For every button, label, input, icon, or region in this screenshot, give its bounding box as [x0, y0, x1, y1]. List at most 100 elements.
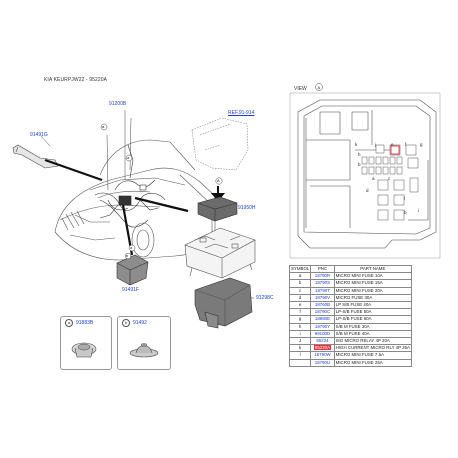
- hardware-a-circle: a: [65, 319, 73, 327]
- cell-part-name: LP-S/B FUSE 60A: [333, 315, 413, 324]
- header-symbol: SYMBOL: [288, 264, 312, 274]
- view-circle: [315, 83, 323, 91]
- cell-pnc: 18790W: [310, 351, 335, 360]
- callout-a-3-text: a: [130, 245, 133, 250]
- part-91491G: [12, 144, 59, 169]
- cell-part-name: LP S/B FUSE 40A: [333, 301, 413, 310]
- hardware-a-pnc: 91883B: [76, 320, 94, 326]
- cell-part-name: ISO MICRO RELAY 4P 20A: [333, 337, 413, 346]
- fuse-letter: h: [358, 152, 361, 157]
- cell-part-name: MICRO MINI FUSE 10A: [333, 272, 413, 281]
- cell-part-name: S/B M FUSE 30A: [333, 322, 413, 331]
- part-91950H: [197, 196, 238, 222]
- pnc-value: 95220A: [313, 345, 332, 351]
- callout-A-text: A: [217, 178, 220, 183]
- pnc-value: 18790R: [314, 273, 331, 279]
- label-91491F: 91491F: [122, 287, 139, 293]
- cell-pnc: 18790C: [310, 308, 335, 317]
- cell-symbol: [288, 358, 312, 367]
- cell-symbol: b: [288, 279, 312, 288]
- table-header-row: SYMBOL PNC PART NAME: [288, 264, 413, 274]
- hardware-b-pnc: 91492: [133, 320, 147, 326]
- fuse-letter: g: [420, 142, 423, 147]
- cell-pnc: 18790Y: [310, 322, 335, 331]
- cell-part-name: MICRO MINI FUSE 20A: [333, 286, 413, 295]
- pnc-value: 18980E: [314, 316, 331, 322]
- pnc-value: 18760B: [314, 302, 331, 308]
- cell-symbol: a: [288, 272, 312, 281]
- fuse-letter: f: [405, 142, 407, 147]
- cell-part-name: MICRO MINI FUSE 7.5A: [333, 351, 413, 360]
- hardware-b-circle: b: [122, 319, 130, 327]
- label-91200B: 91200B: [109, 101, 127, 107]
- fuse-letter: e: [391, 142, 394, 147]
- pnc-value: 18790Y: [314, 323, 331, 329]
- cell-symbol: i: [288, 329, 312, 339]
- cell-pnc: 95224: [310, 337, 335, 346]
- label-91298C: 91298C: [256, 295, 274, 301]
- fusebox-view: [289, 92, 441, 259]
- callout-a-circle-3: [128, 244, 136, 252]
- cell-pnc: 18790S: [310, 279, 335, 288]
- cell-pnc: 18980E: [310, 315, 335, 324]
- header-pnc: PNC: [310, 264, 335, 274]
- callout-b-circle: [124, 252, 132, 260]
- pnc-value: 18790W: [314, 352, 331, 358]
- cell-symbol: d: [288, 293, 312, 303]
- part-91298C: [194, 277, 253, 329]
- cell-part-name: MICRO MINI FUSE 15A: [333, 279, 413, 288]
- label-91950H: 91950H: [238, 205, 256, 211]
- fuse-letter: j: [375, 142, 376, 147]
- pnc-value: 18790V: [314, 294, 331, 300]
- highlight-slot-k: [390, 145, 400, 155]
- cell-part-name: LP-S/B FUSE 50A: [333, 308, 413, 317]
- cell-symbol: f: [288, 308, 312, 317]
- cell-pnc: 18790V: [310, 293, 335, 303]
- clip-drawing: [129, 343, 159, 358]
- view-circle-text: A: [317, 84, 321, 90]
- fuse-letter: l: [404, 196, 405, 201]
- junction-box: [184, 227, 256, 279]
- grommet-drawing: [71, 342, 97, 358]
- callout-a-1-text: a: [102, 124, 105, 129]
- cell-symbol: e: [288, 301, 312, 310]
- page-title: KIA KEURPJW22 - 95220A: [44, 77, 108, 83]
- cell-pnc: 99100D: [310, 329, 335, 339]
- label-91491G: 91491G: [30, 132, 48, 138]
- cell-symbol: k: [288, 344, 312, 353]
- pnc-value: 18790T: [315, 287, 330, 293]
- cell-pnc: 18790U: [310, 358, 335, 367]
- pnc-value: 18790U: [314, 359, 331, 365]
- fuse-letter: c: [388, 176, 391, 181]
- cell-symbol: h: [288, 322, 312, 331]
- callout-A-circle: [215, 177, 223, 185]
- cell-part-name: MICRO FUSE 30A: [333, 293, 413, 303]
- fuse-letter: d: [366, 188, 369, 193]
- part-91491F: [116, 254, 149, 286]
- pnc-value: 18790S: [314, 280, 331, 286]
- pnc-value: 95224: [316, 338, 329, 344]
- ref-cover-outline: [191, 117, 249, 171]
- cell-part-name: S/B M FUSE 40A: [333, 329, 413, 339]
- cell-part-name: MICRO MINI FUSE 25A: [333, 358, 413, 367]
- fuse-letter: b: [358, 162, 361, 167]
- callout-a-2-text: a: [127, 155, 130, 160]
- cell-symbol: g: [288, 315, 312, 324]
- callout-a-circle-2: [125, 154, 133, 162]
- callout-a-circle-1: [100, 123, 108, 131]
